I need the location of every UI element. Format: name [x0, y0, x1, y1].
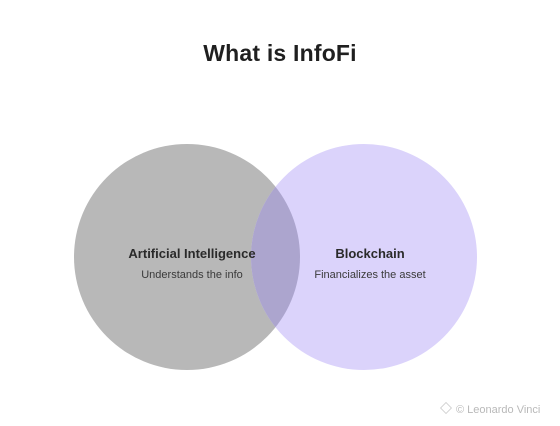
watermark-text: © Leonardo Vinci	[456, 404, 541, 416]
ai-set-description: Understands the info	[141, 269, 243, 281]
blockchain-set-description: Financializes the asset	[314, 269, 425, 281]
ai-set-name: Artificial Intelligence	[128, 246, 255, 261]
watermark: © Leonardo Vinci	[440, 402, 560, 416]
blockchain-circle	[251, 144, 477, 370]
blockchain-set-name: Blockchain	[335, 246, 404, 261]
ai-circle	[74, 144, 300, 370]
diamond-icon	[440, 402, 452, 414]
diagram-title: What is InfoFi	[203, 40, 357, 66]
